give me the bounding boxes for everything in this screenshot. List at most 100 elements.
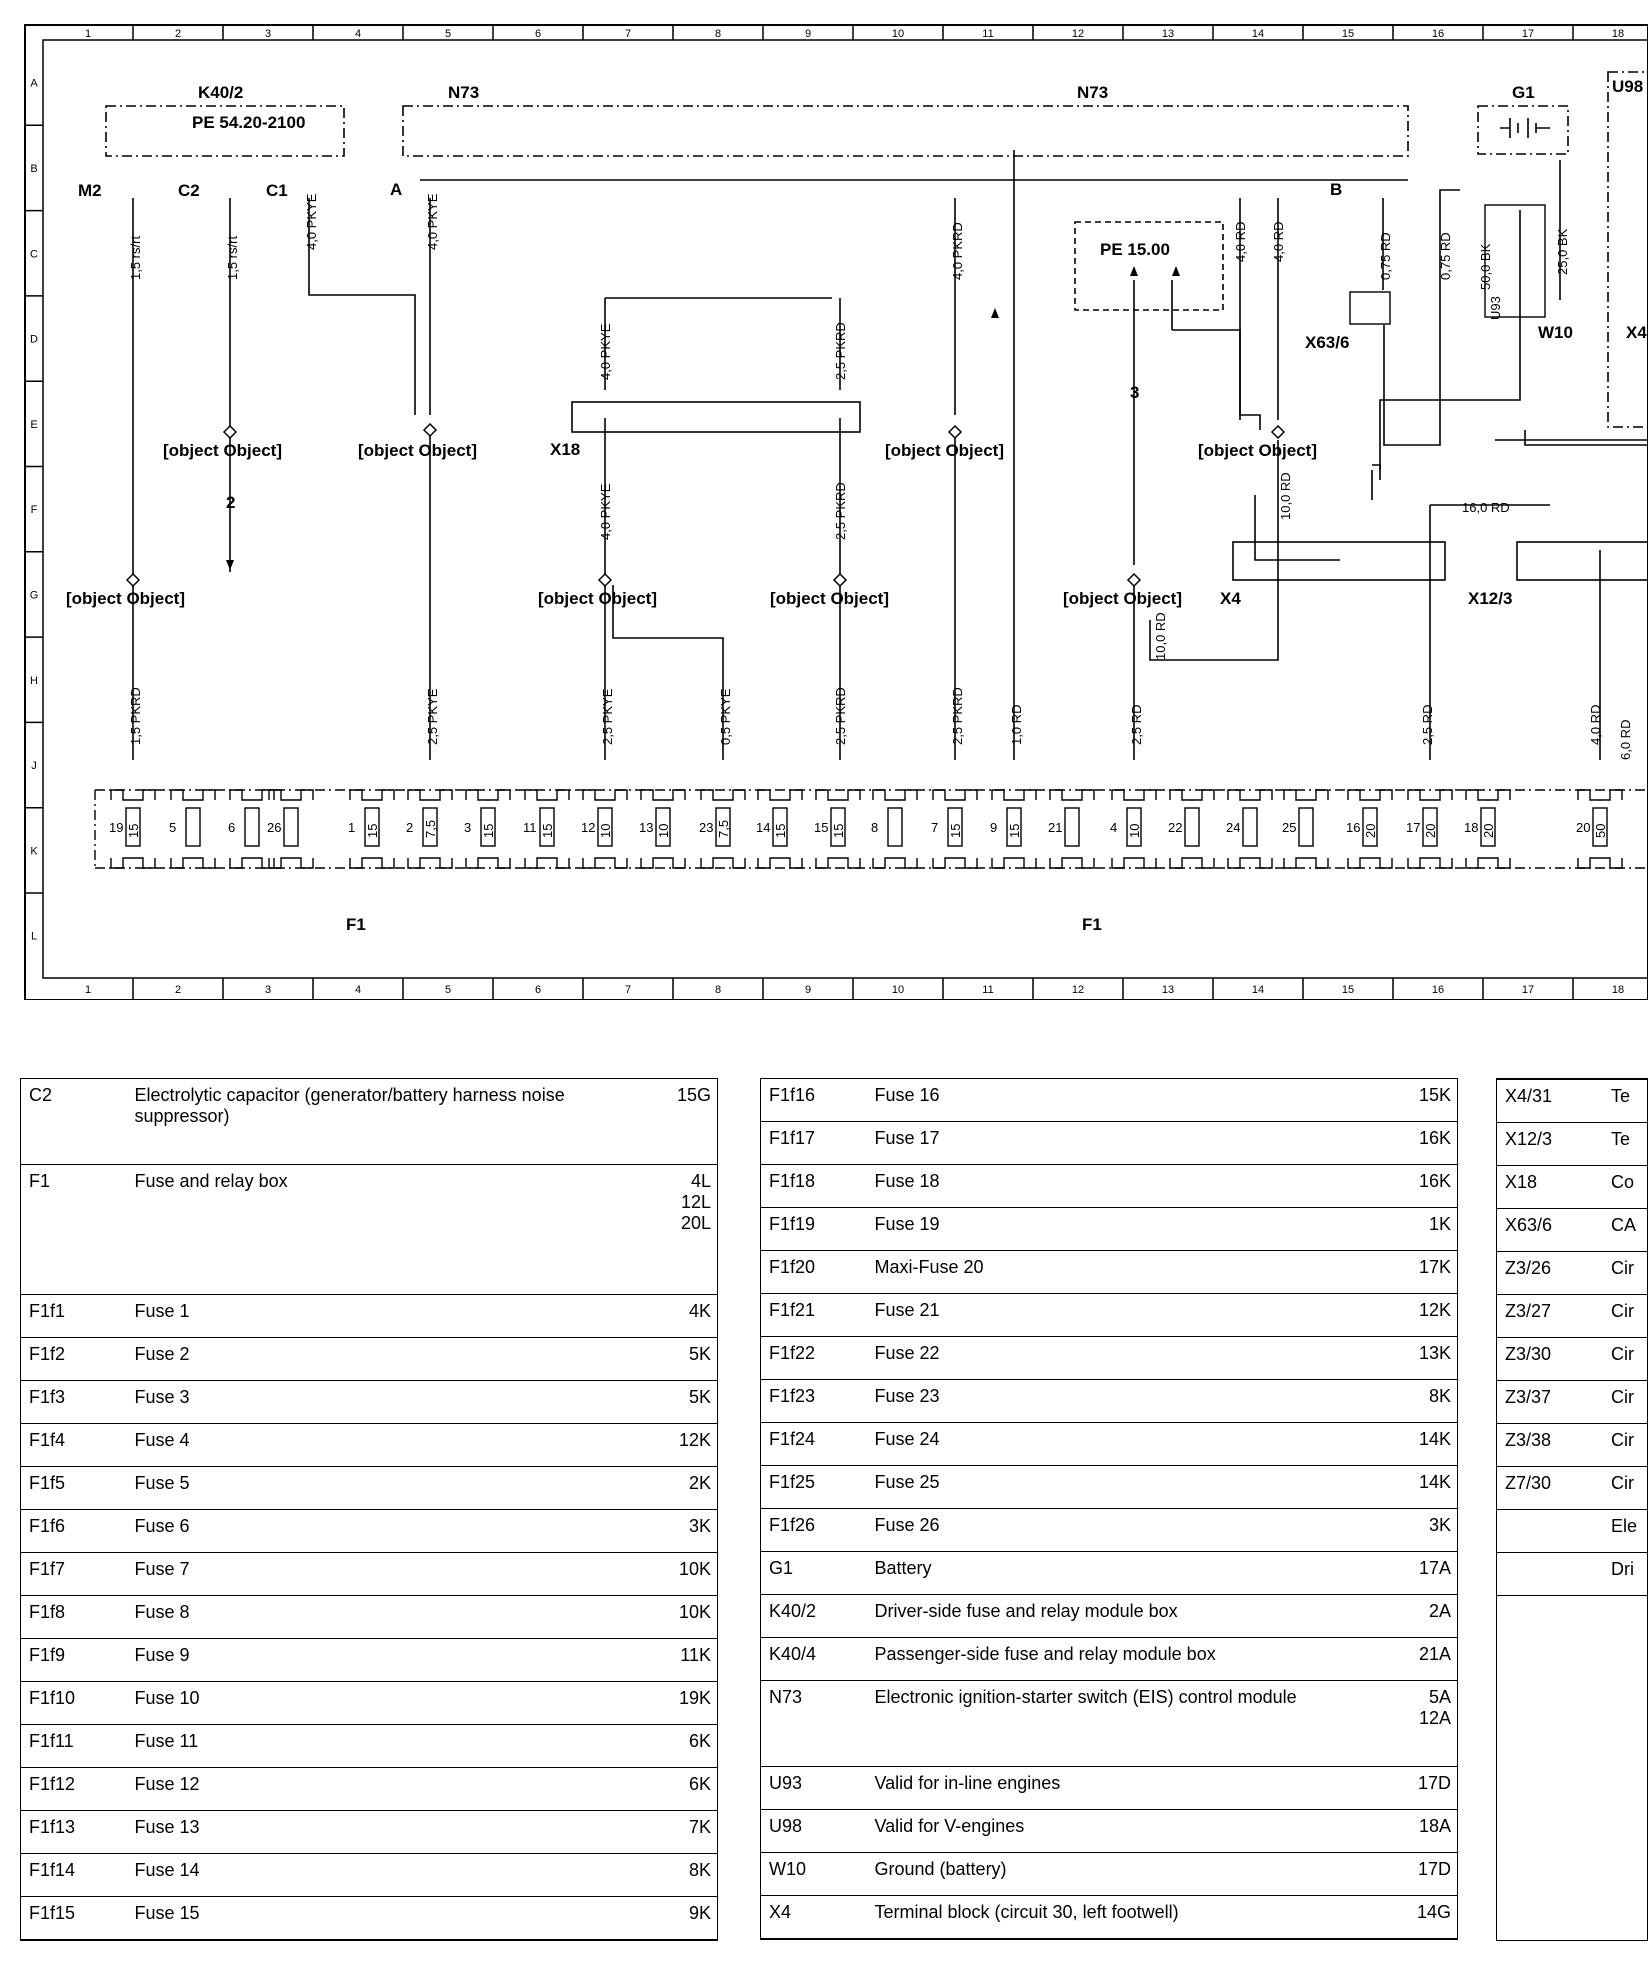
- k40-2-pin-m2: M2: [78, 181, 102, 200]
- wire-label: 0,75 RD: [1438, 232, 1453, 280]
- grid-col-bottom: 8: [715, 984, 721, 996]
- wire-label: 2,5 PKYE: [425, 688, 440, 745]
- fuse: [283, 807, 299, 847]
- fuse: [364, 807, 380, 847]
- fuse-rating: 10: [1127, 824, 1142, 838]
- fuse-number: 22: [1168, 820, 1182, 835]
- legend-code: F1: [20, 1164, 131, 1295]
- wire-label: 2,5 PKRD: [833, 687, 848, 745]
- legend-description: Fuse 1: [130, 1294, 658, 1338]
- fuse: [1126, 807, 1142, 847]
- fuse: [1242, 807, 1258, 847]
- legend-code: F1f17: [760, 1121, 871, 1165]
- legend-description: Fuse 25: [870, 1465, 1398, 1509]
- grid-col-bottom: 14: [1252, 984, 1264, 996]
- wire-label: 4,0 RD: [1271, 222, 1286, 262]
- k40-2-reference: PE 54.20-2100: [192, 113, 305, 132]
- g1-battery-box: [1477, 105, 1569, 155]
- x63-6-label: X63/6: [1305, 333, 1349, 352]
- fuse: [244, 807, 260, 847]
- legend-description: Te: [1607, 1079, 1647, 1123]
- wire-label: 1,0 RD: [1009, 705, 1024, 745]
- fuse: [1298, 807, 1314, 847]
- arrow-ref-2: 2: [226, 493, 235, 512]
- fuse-number: 21: [1048, 820, 1062, 835]
- wire-label: 2,5 PKRD: [950, 687, 965, 745]
- grid-col-top: 1: [85, 28, 91, 40]
- grid-row: F: [31, 504, 38, 516]
- grid-row: L: [31, 931, 37, 943]
- fuse-number: 11: [523, 820, 537, 835]
- legend-description: Fuse 18: [870, 1164, 1398, 1208]
- k40-2-pin-c2: C2: [178, 181, 200, 200]
- legend-description: Ground (battery): [870, 1852, 1398, 1896]
- grid-col-top: 18: [1612, 28, 1624, 40]
- splice-label: [object Object]: [538, 589, 657, 608]
- legend-location: 15G: [657, 1078, 718, 1165]
- n73-terminal-a: A: [390, 180, 402, 199]
- legend-description: Terminal block (circuit 30, left footwel…: [870, 1895, 1398, 1939]
- legend-code: F1f8: [20, 1595, 131, 1639]
- legend-code: F1f1: [20, 1294, 131, 1338]
- legend-location: 16K: [1397, 1164, 1458, 1208]
- wire-label: 2,5 PKRD: [833, 322, 848, 380]
- grid-row: J: [31, 760, 37, 772]
- x4-cut-label: X4: [1626, 323, 1647, 342]
- grid-col-bottom: 5: [445, 984, 451, 996]
- legend-location: 15K: [1397, 1078, 1458, 1122]
- splice-point: [1270, 424, 1286, 440]
- grid-col-bottom: 10: [892, 984, 904, 996]
- legend-description: Fuse 14: [130, 1853, 658, 1897]
- wire-label: 4,0 RD: [1588, 705, 1603, 745]
- legend-description: Fuse 26: [870, 1508, 1398, 1552]
- fuse: [655, 807, 671, 847]
- fuse-number: 5: [169, 820, 176, 835]
- grid-row: B: [30, 163, 37, 175]
- legend-code: F1f19: [760, 1207, 871, 1251]
- legend-code: C2: [20, 1078, 131, 1165]
- legend-location: 8K: [657, 1853, 718, 1897]
- pe-15-reference: PE 15.00: [1100, 240, 1170, 259]
- grid-row: C: [30, 248, 38, 260]
- grid-col-top: 10: [892, 28, 904, 40]
- wire-label: 10,0 RD: [1278, 472, 1293, 520]
- fuse-number: 25: [1282, 820, 1296, 835]
- legend-description: Dri: [1607, 1552, 1647, 1596]
- legend-description: Cir: [1607, 1380, 1647, 1424]
- grid-col-bottom: 12: [1072, 984, 1084, 996]
- legend-location: 17D: [1397, 1766, 1458, 1810]
- fuse-number: 9: [990, 820, 997, 835]
- f1-label-right: F1: [1082, 915, 1102, 934]
- grid-row: E: [30, 419, 37, 431]
- legend-code: K40/4: [760, 1637, 871, 1681]
- fuse-number: 12: [581, 820, 595, 835]
- fuse-number: 16: [1346, 820, 1360, 835]
- wire-label: 4,0 PKRD: [950, 222, 965, 280]
- fuse-rating: 15: [540, 824, 555, 838]
- legend-location: 3K: [657, 1509, 718, 1553]
- splice-point: [1126, 572, 1142, 588]
- splice-label: [object Object]: [770, 589, 889, 608]
- legend-description: Fuse 4: [130, 1423, 658, 1467]
- wire-label: 4,0 PKYE: [598, 323, 613, 380]
- grid-col-bottom: 3: [265, 984, 271, 996]
- fuse-rating: 20: [1481, 824, 1496, 838]
- n73-terminal-b: B: [1330, 180, 1342, 199]
- fuse-rating: 10: [656, 824, 671, 838]
- grid-col-top: 8: [715, 28, 721, 40]
- legend-description: Fuse 6: [130, 1509, 658, 1553]
